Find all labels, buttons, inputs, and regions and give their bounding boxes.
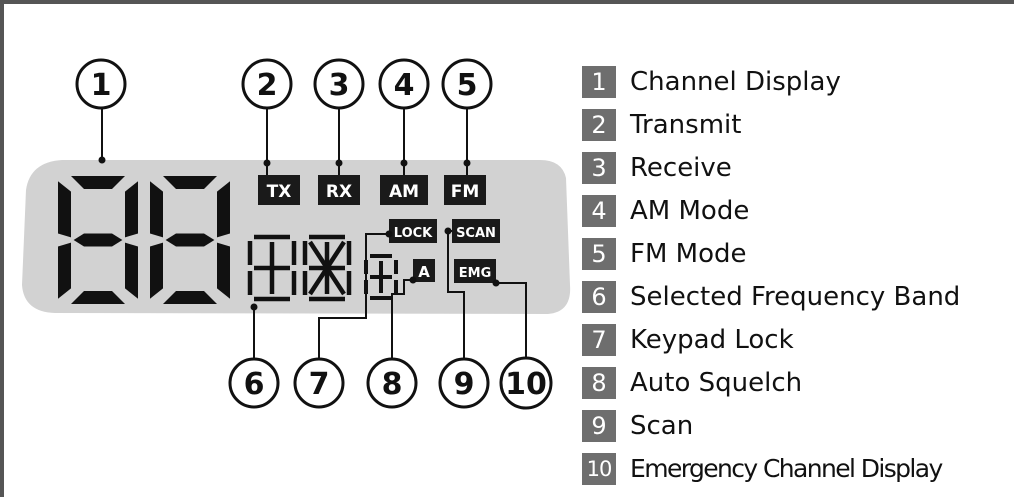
digit-segment [217, 181, 230, 238]
legend-item: 8 Auto Squelch [582, 361, 1002, 404]
callout-2: 2 [241, 58, 293, 110]
legend-number: 2 [582, 108, 616, 141]
digit-segment [58, 181, 71, 238]
legend-number: 7 [582, 323, 616, 356]
legend-label: AM Mode [630, 195, 750, 226]
legend-item: 9 Scan [582, 404, 1002, 447]
callout-8: 8 [366, 357, 418, 409]
callout-5: 5 [441, 58, 493, 110]
svg-text:1: 1 [91, 68, 112, 103]
legend-number: 4 [582, 194, 616, 227]
legend-item: 7 Keypad Lock [582, 318, 1002, 361]
digit-segment [163, 291, 217, 304]
fm-indicator: FM [444, 175, 486, 205]
svg-text:8: 8 [382, 367, 403, 402]
rx-indicator: RX [318, 175, 360, 205]
svg-text:4: 4 [394, 68, 415, 103]
leader-dots [98, 156, 500, 311]
legend-item: 2 Transmit [582, 103, 1002, 146]
digit-segment [73, 233, 123, 247]
legend-label: Auto Squelch [630, 367, 803, 398]
legend-label: FM Mode [630, 238, 747, 269]
svg-text:FM: FM [451, 182, 480, 202]
svg-text:6: 6 [244, 367, 265, 402]
tx-indicator: TX [258, 175, 300, 205]
digit-segment [165, 233, 215, 247]
legend: 1 Channel Display 2 Transmit 3 Receive 4 AM Mod… [582, 60, 1002, 490]
svg-text:10: 10 [505, 367, 547, 402]
svg-text:AM: AM [389, 182, 419, 202]
digit-segment [125, 242, 138, 299]
svg-text:LOCK: LOCK [394, 226, 433, 241]
legend-item: 6 Selected Frequency Band [582, 275, 1002, 318]
legend-label: Transmit [630, 109, 742, 140]
legend-label: Receive [630, 152, 732, 183]
band-digits [247, 234, 352, 302]
auto-squelch-indicator: A [413, 259, 435, 282]
legend-label: Scan [630, 410, 694, 441]
callout-1: 1 [75, 58, 127, 110]
digit-segment [58, 242, 71, 299]
legend-label: Keypad Lock [630, 324, 794, 355]
svg-text:A: A [418, 263, 430, 281]
svg-text:7: 7 [309, 367, 330, 402]
legend-number: 6 [582, 280, 616, 313]
lock-indicator: LOCK [389, 219, 437, 243]
legend-label: Emergency Channel Display [630, 454, 943, 483]
svg-text:3: 3 [329, 68, 350, 103]
svg-text:2: 2 [257, 68, 278, 103]
legend-number: 1 [582, 65, 616, 98]
callout-4: 4 [378, 58, 430, 110]
digit-segment [150, 242, 163, 299]
legend-number: 9 [582, 409, 616, 442]
digit-segment [308, 240, 346, 296]
legend-item: 4 AM Mode [582, 189, 1002, 232]
legend-item: 5 FM Mode [582, 232, 1002, 275]
svg-text:TX: TX [267, 182, 292, 202]
digit-segment [150, 181, 163, 238]
svg-text:5: 5 [457, 68, 478, 103]
legend-label: Channel Display [630, 66, 841, 97]
scan-indicator: SCAN [452, 219, 500, 243]
legend-label: Selected Frequency Band [630, 281, 961, 312]
callout-9: 9 [438, 357, 490, 409]
channel-digits [58, 176, 230, 304]
digit-segment [217, 242, 230, 299]
callout-7: 7 [293, 357, 345, 409]
digit-segment [71, 291, 125, 304]
callout-10: 10 [499, 356, 553, 410]
callout-3: 3 [313, 58, 365, 110]
svg-text:9: 9 [454, 367, 475, 402]
legend-number: 10 [582, 452, 616, 485]
callout-6: 6 [228, 357, 280, 409]
emg-indicator: EMG [454, 259, 496, 283]
svg-text:EMG: EMG [459, 266, 492, 281]
digit-segment [163, 176, 217, 189]
legend-number: 8 [582, 366, 616, 399]
legend-item: 3 Receive [582, 146, 1002, 189]
digit-segment [71, 176, 125, 189]
legend-number: 5 [582, 237, 616, 270]
svg-text:SCAN: SCAN [456, 226, 496, 241]
digit-segment [125, 181, 138, 238]
legend-item: 10 Emergency Channel Display [582, 447, 1002, 490]
legend-item: 1 Channel Display [582, 60, 1002, 103]
svg-text:RX: RX [326, 182, 352, 202]
legend-number: 3 [582, 151, 616, 184]
am-indicator: AM [380, 175, 428, 205]
lcd-diagram: TX RX AM FM LOCK SCAN A EMG [22, 58, 571, 410]
